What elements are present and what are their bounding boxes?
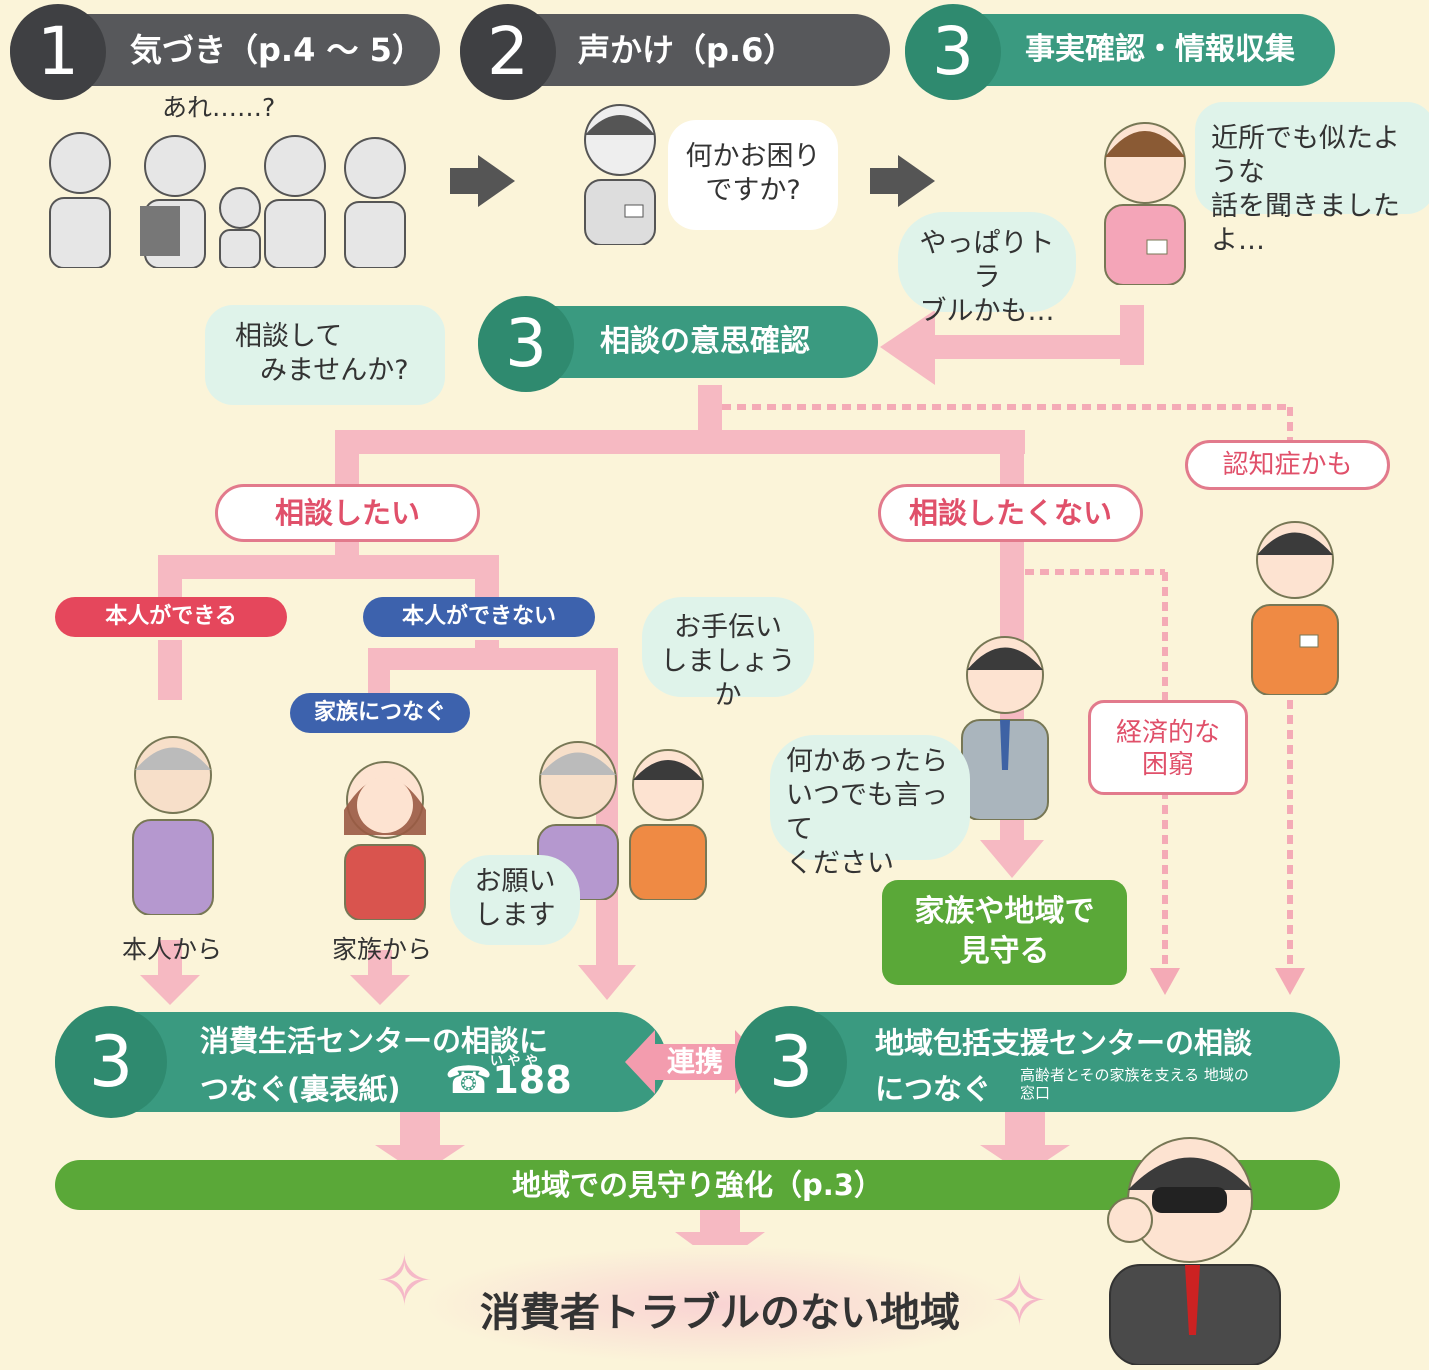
sparkle-icon: ✧ — [375, 1240, 434, 1322]
renkei-arrow: 連携 — [625, 1030, 765, 1094]
want-consult-pill: 相談したい — [215, 484, 480, 542]
otetsudai-bubble: お手伝い しましょうか — [642, 597, 814, 711]
step1-banner: 1 気づき（p.4 ～ 5） — [10, 4, 440, 100]
soudan-line1: 相談して — [235, 321, 343, 352]
staff-woman-illustration — [1104, 122, 1186, 285]
community-watch-label: 地域での見守り強化（p.3） — [512, 1168, 883, 1202]
kinjo-bubble: 近所でも似たような 話を聞きましたよ… — [1195, 102, 1429, 256]
community-support-center-banner: 3 地域包括支援センターの相談 につなぐ 高齢者とその家族を支える 地域の窓口 — [735, 1006, 1340, 1118]
elderly-with-helper-illustration — [537, 741, 707, 900]
consumer-center-banner: 3 消費生活センターの相談に つなぐ(裏表紙) い や や ☎188 — [55, 1006, 667, 1118]
nanika-line2: ですか? — [705, 175, 801, 206]
step2-banner: 2 声かけ（p.6） — [460, 4, 890, 100]
support-center-line2: につなぐ — [875, 1072, 992, 1106]
consumer-center-line2: つなぐ(裏表紙) — [200, 1072, 401, 1106]
kinjo-line2: 話を聞きましたよ… — [1211, 191, 1400, 256]
cannot-self-badge: 本人ができない — [363, 597, 595, 637]
itsudemo-line1: 何かあったら — [786, 746, 948, 777]
consult-intent-number: 3 — [478, 296, 574, 392]
goal-text: 消費者トラブルのない地域 — [480, 1290, 960, 1336]
yappari-line2: ブルかも… — [919, 296, 1055, 327]
support-center-number: 3 — [735, 1006, 847, 1118]
from-family-caption: 家族から — [332, 935, 433, 964]
soudan-bubble: 相談して みませんか? — [205, 305, 445, 405]
consult-intent-label: 相談の意思確認 — [600, 324, 810, 359]
not-want-consult-pill: 相談したくない — [878, 484, 1143, 542]
kinjo-line1: 近所でも似たような — [1211, 123, 1400, 188]
soudan-line2: みませんか? — [260, 355, 409, 386]
watch-line1: 家族や地域で — [914, 894, 1095, 929]
support-center-line1: 地域包括支援センターの相談 — [875, 1026, 1253, 1060]
can-self-badge: 本人ができる — [55, 597, 287, 637]
step2-label: 声かけ（p.6） — [578, 31, 796, 69]
step1-label: 気づき（p.4 ～ 5） — [130, 31, 424, 69]
onegai-line2: します — [474, 900, 556, 931]
are-speech: あれ……? — [162, 93, 276, 122]
otetsudai-line2: しましょうか — [660, 646, 796, 711]
yappari-bubble: やっぱりトラ ブルかも… — [898, 212, 1076, 327]
suspicious-man-illustration — [1107, 1137, 1281, 1365]
nanika-bubble: 何かお困り ですか? — [668, 120, 838, 230]
itsudemo-line3: ください — [786, 848, 894, 879]
family-woman-illustration — [344, 761, 426, 920]
people-group-illustration — [49, 132, 406, 268]
consult-intent-banner: 3 相談の意思確認 — [478, 296, 878, 392]
consumer-center-ruby: い や や — [490, 1054, 539, 1069]
yappari-line1: やっぱりトラ — [919, 228, 1055, 293]
economic-line2: 困窮 — [1141, 750, 1194, 780]
itsudemo-bubble: 何かあったら いつでも言って ください — [770, 735, 970, 879]
onegai-line1: お願い — [474, 866, 556, 897]
nanika-line1: 何かお困り — [685, 141, 821, 172]
watch-line2: 見守る — [959, 934, 1050, 969]
economic-line1: 経済的な — [1115, 718, 1220, 748]
worried-man-illustration — [1251, 521, 1339, 695]
otetsudai-line1: お手伝い — [674, 612, 782, 643]
economic-hardship-box: 経済的な 困窮 — [1088, 700, 1248, 795]
step3-label: 事実確認・情報収集 — [1025, 32, 1295, 67]
support-center-note: 高齢者とその家族を支える 地域の窓口 — [1020, 1066, 1249, 1102]
step3-banner: 3 事実確認・情報収集 — [905, 4, 1335, 100]
goal-glow — [420, 1245, 1020, 1365]
consumer-center-number: 3 — [55, 1006, 167, 1118]
sparkle-icon: ✧ — [990, 1260, 1049, 1342]
dementia-pill: 認知症かも — [1185, 440, 1390, 490]
double-arrow-icon — [625, 1030, 765, 1094]
consumer-hotline-number: ☎188 — [445, 1058, 572, 1102]
connect-family-badge: 家族につなぐ — [290, 693, 470, 733]
from-self-caption: 本人から — [122, 935, 223, 964]
consumer-center-line1: 消費生活センターの相談に — [200, 1024, 549, 1058]
onegai-bubble: お願い します — [450, 855, 580, 945]
elderly-woman-illustration — [132, 736, 214, 915]
family-community-watch-box: 家族や地域で 見守る — [882, 880, 1127, 985]
step1-number: 1 — [10, 4, 106, 100]
step3-number: 3 — [905, 4, 1001, 100]
volunteer-illustration — [584, 104, 656, 245]
renkei-label: 連携 — [666, 1045, 723, 1078]
step2-number: 2 — [460, 4, 556, 100]
itsudemo-line2: いつでも言って — [786, 780, 948, 845]
